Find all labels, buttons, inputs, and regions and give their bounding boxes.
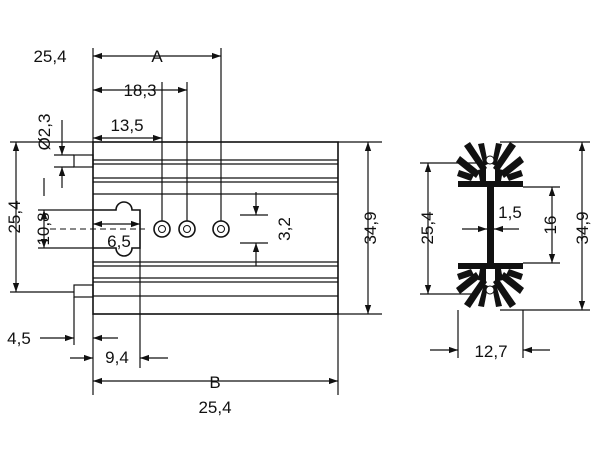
dim-18-3: 18,3	[123, 81, 156, 100]
dim-top-left-width: 25,4	[33, 47, 66, 66]
side-dim-inner-height: 16	[541, 216, 560, 235]
dim-total-height: 34,9	[361, 211, 380, 244]
dim-left-height: 25,4	[5, 200, 24, 233]
dim-hole-offset: 9,4	[105, 348, 129, 367]
profile-hole-bottom	[485, 285, 495, 295]
side-view: 25,4 1,5 16 34,9 12,7	[418, 141, 592, 361]
pin-bottom	[73, 284, 94, 298]
dim-b-label: B	[209, 373, 220, 392]
extension-lines	[10, 48, 382, 395]
dimension-lines	[12, 52, 372, 385]
heatsink-body	[92, 141, 339, 315]
dim-a-label: A	[151, 47, 163, 66]
front-view: 25,4 A 18,3 13,5 Ø2,3 25,4 10,8 6,5 3,2 …	[5, 47, 382, 417]
dim-tab-height: 10,8	[34, 212, 53, 245]
dim-pin-offset: 4,5	[7, 329, 31, 348]
dim-13-5: 13,5	[110, 116, 143, 135]
upper-fins	[93, 159, 338, 195]
dim-bottom-width: 25,4	[198, 398, 231, 417]
side-dim-web-thickness: 1,5	[498, 203, 522, 222]
side-dim-total-height: 34,9	[573, 211, 592, 244]
lower-fins	[93, 261, 338, 297]
heatsink-profile	[456, 142, 524, 308]
side-dim-left-height: 25,4	[418, 211, 437, 244]
mounting-holes	[153, 220, 230, 238]
pin-top	[73, 154, 94, 168]
side-dim-base-width: 12,7	[474, 342, 507, 361]
side-dimension-lines	[424, 142, 586, 354]
profile-hole-top	[485, 155, 495, 165]
dim-tab-width: 6,5	[107, 232, 131, 251]
dim-pin-diameter: Ø2,3	[35, 114, 54, 151]
dim-hole-height: 3,2	[275, 217, 294, 241]
